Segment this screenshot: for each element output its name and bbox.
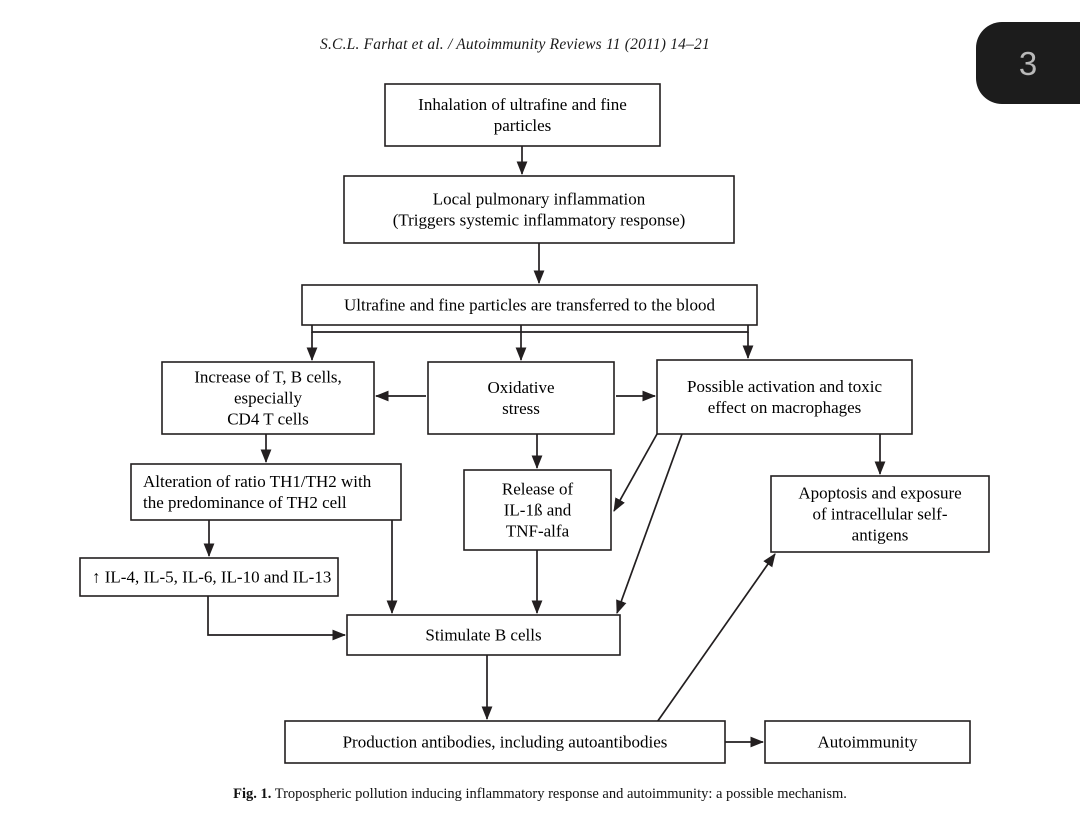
node-box-release_il1: [463, 469, 612, 551]
figure-caption-label: Fig. 1.: [233, 786, 272, 802]
page-number-badge: 3: [976, 22, 1080, 104]
node-label-production_ab-line-0: Production antibodies, including autoant…: [343, 733, 668, 752]
connector-e-macrophages-release: [613, 433, 658, 512]
node-local_inflammation: Local pulmonary inflammation (Triggers sy…: [343, 175, 735, 244]
node-label-apoptosis-line-0: Apoptosis and exposure: [798, 484, 961, 503]
page-number-label: 3: [1018, 44, 1038, 82]
node-label-oxidative_stress-line-1: stress: [502, 399, 540, 418]
node-autoimmunity: Autoimmunity: [764, 720, 971, 764]
node-label-release_il1-line-0: Release of: [502, 480, 574, 499]
connector-e-production-apoptosis: [654, 553, 776, 726]
node-box-macrophages: [656, 359, 913, 435]
node-stimulate_b: Stimulate B cells: [346, 614, 621, 656]
node-oxidative_stress: Oxidative stress: [427, 361, 615, 435]
node-box-cytokines: [79, 557, 339, 597]
running-head: S.C.L. Farhat et al. / Autoimmunity Revi…: [320, 36, 710, 53]
node-box-apoptosis: [770, 475, 990, 553]
connector-layer: [203, 146, 886, 748]
connector-e-macrophages-stimulate: [616, 433, 683, 614]
node-box-autoimmunity: [764, 720, 971, 764]
figure-1-flowchart: Inhalation of ultrafine and fine particle…: [0, 70, 1080, 770]
node-label-stimulate_b-line-0: Stimulate B cells: [425, 626, 541, 645]
node-box-transfer_blood: [301, 284, 758, 326]
node-label-macrophages-line-1: effect on macrophages: [708, 398, 862, 417]
node-th1_th2: Alteration of ratio TH1/TH2 with the pred…: [130, 463, 402, 521]
node-box-increase_cells: [161, 361, 375, 435]
node-box-production_ab: [284, 720, 726, 764]
node-label-inhalation-line-1: particles: [494, 116, 552, 135]
node-box-oxidative_stress: [427, 361, 615, 435]
node-inhalation: Inhalation of ultrafine and fine particle…: [384, 83, 661, 147]
node-box-stimulate_b: [346, 614, 621, 656]
figure-caption-text: Tropospheric pollution inducing inflamma…: [271, 786, 847, 802]
node-production_ab: Production antibodies, including autoant…: [284, 720, 726, 764]
flowchart-svg: Inhalation of ultrafine and fine particle…: [79, 83, 990, 764]
node-box-local_inflammation: [343, 175, 735, 244]
node-box-inhalation: [384, 83, 661, 147]
node-label-apoptosis-line-2: antigens: [852, 526, 909, 545]
node-label-th1_th2-line-0: Alteration of ratio TH1/TH2 with: [143, 472, 372, 491]
node-macrophages: Possible activation and toxic effect on m…: [656, 359, 913, 435]
node-label-oxidative_stress-line-0: Oxidative: [487, 378, 554, 397]
node-label-increase_cells-line-1: especially: [234, 389, 302, 408]
node-label-th1_th2-line-1: the predominance of TH2 cell: [143, 493, 347, 512]
node-label-autoimmunity-line-0: Autoimmunity: [817, 733, 918, 752]
node-label-cytokines-line-0: ↑ IL-4, IL-5, IL-6, IL-10 and IL-13: [92, 568, 331, 587]
node-label-inhalation-line-0: Inhalation of ultrafine and fine: [418, 95, 627, 114]
node-transfer_blood: Ultrafine and fine particles are transfe…: [301, 284, 758, 326]
node-apoptosis: Apoptosis and exposure of intracellular s…: [770, 475, 990, 553]
node-box-th1_th2: [130, 463, 402, 521]
connector-e-blood-bus: [311, 325, 749, 333]
node-label-release_il1-line-1: IL-1ß and: [504, 501, 572, 520]
node-layer: Inhalation of ultrafine and fine particle…: [79, 83, 990, 764]
node-label-macrophages-line-0: Possible activation and toxic: [687, 377, 882, 396]
node-label-increase_cells-line-0: Increase of T, B cells,: [194, 368, 342, 387]
figure-caption: Fig. 1. Tropospheric pollution inducing …: [0, 786, 1080, 803]
node-label-transfer_blood-line-0: Ultrafine and fine particles are transfe…: [344, 296, 716, 315]
node-cytokines: ↑ IL-4, IL-5, IL-6, IL-10 and IL-13: [79, 557, 339, 597]
node-label-local_inflammation-line-0: Local pulmonary inflammation: [433, 190, 646, 209]
node-label-increase_cells-line-2: CD4 T cells: [227, 410, 309, 429]
node-label-release_il1-line-2: TNF-alfa: [506, 522, 570, 541]
node-label-apoptosis-line-1: of intracellular self-: [813, 505, 948, 524]
node-label-local_inflammation-line-1: (Triggers systemic inflammatory response…: [393, 211, 686, 230]
